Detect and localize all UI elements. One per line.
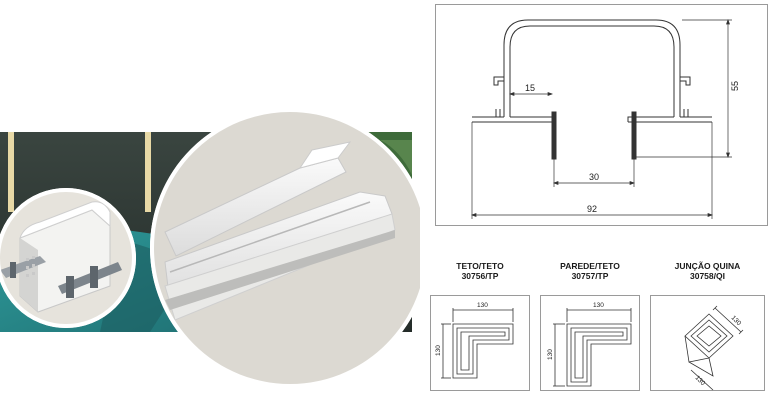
light-bar	[145, 132, 151, 212]
accessory-teto-teto-title: TETO/TETO 30756/TP	[430, 261, 530, 281]
dim-width-label: 130	[593, 302, 604, 309]
dim-30-label: 30	[589, 172, 599, 182]
product-photo-panel	[0, 108, 420, 388]
accessory-parede-teto-drawing: 130 130	[540, 295, 640, 391]
accessory-name: PAREDE/TETO	[560, 261, 620, 271]
dim-width-label: 130	[477, 302, 488, 309]
dim-height-label: 130	[547, 349, 554, 360]
accessory-name: JUNÇÃO QUINA	[674, 261, 741, 271]
accessory-name: TETO/TETO	[456, 261, 504, 271]
light-bar	[8, 132, 14, 212]
accessory-code: 30756/TP	[461, 271, 499, 281]
small-circle-detail	[0, 188, 136, 328]
accessory-code: 30758/QI	[690, 271, 725, 281]
parede-teto-svg: 130 130	[547, 302, 632, 387]
accessory-juncao-quina-drawing: 130 130	[650, 295, 765, 391]
dim-55-label: 55	[730, 81, 740, 91]
dim-height-label: 130	[435, 345, 442, 356]
juncao-quina-svg: 130 130	[684, 305, 744, 391]
dim-92-label: 92	[587, 204, 597, 214]
product-photo-illustration	[0, 108, 420, 388]
teto-teto-svg: 130 130	[435, 302, 514, 379]
dim-side-a-label: 130	[730, 314, 743, 327]
accessory-parede-teto-title: PAREDE/TETO 30757/TP	[540, 261, 640, 281]
profile-cross-section-svg: 15 55 30 92	[471, 19, 740, 219]
profile-cross-section-drawing: 15 55 30 92	[435, 4, 768, 226]
big-circle-detail	[150, 108, 420, 388]
dim-side-b-label: 130	[694, 374, 707, 387]
dim-15-label: 15	[525, 83, 535, 93]
accessory-code: 30757/TP	[571, 271, 609, 281]
accessory-juncao-quina-title: JUNÇÃO QUINA 30758/QI	[650, 261, 765, 281]
accessory-teto-teto-drawing: 130 130	[430, 295, 530, 391]
